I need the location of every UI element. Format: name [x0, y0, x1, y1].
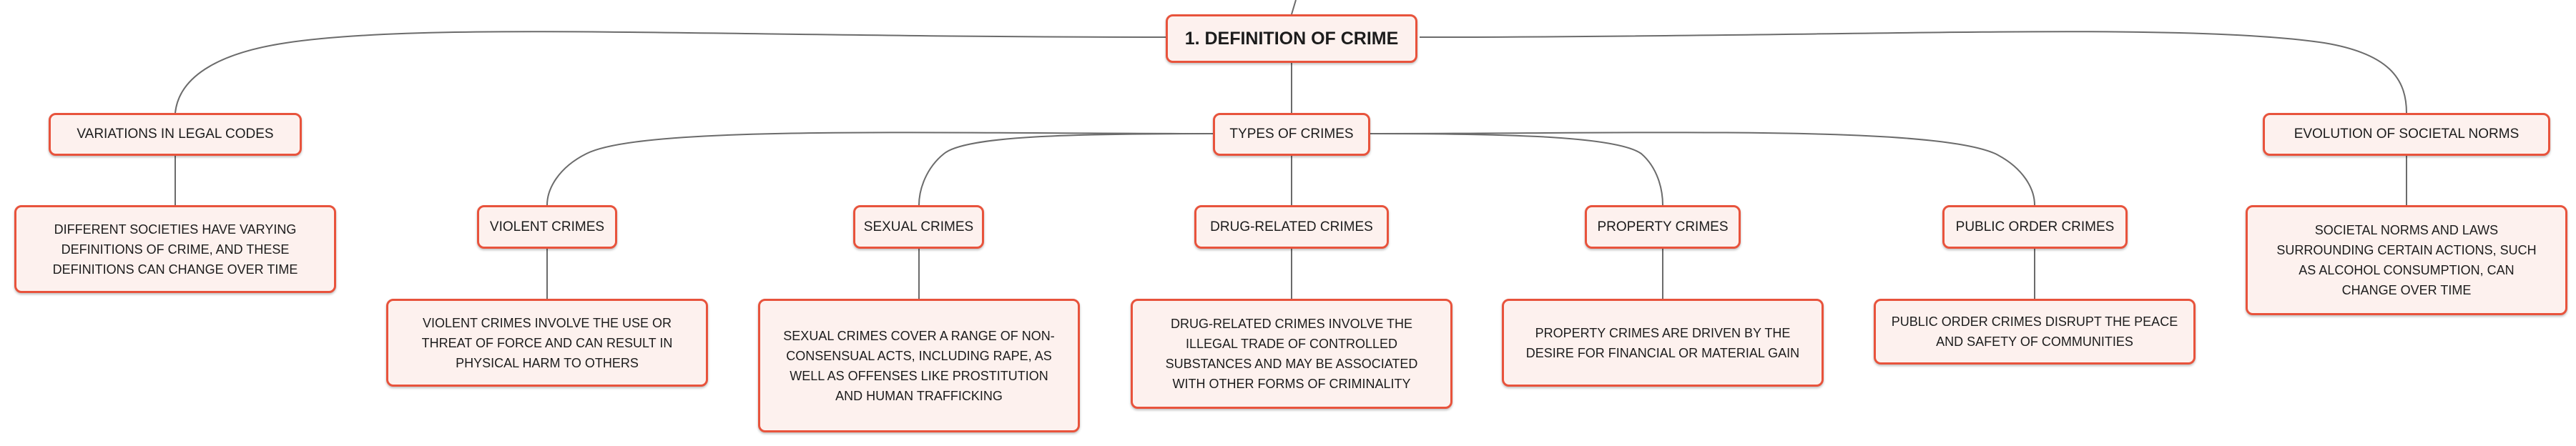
connector-root-incoming — [1291, 0, 1297, 15]
evolution-label: EVOLUTION OF SOCIETAL NORMS — [2294, 127, 2520, 142]
property-crimes-detail-text: PROPERTY CRIMES ARE DRIVEN BY THE DESIRE… — [1525, 325, 1800, 360]
variations-node[interactable]: VARIATIONS IN LEGAL CODES — [49, 113, 302, 156]
variations-detail-text: DIFFERENT SOCIETIES HAVE VARYING DEFINIT… — [52, 222, 298, 277]
root-label: 1. DEFINITION OF CRIME — [1184, 28, 1399, 49]
drug-related-crimes-node[interactable]: DRUG-RELATED CRIMES — [1194, 205, 1389, 249]
drug-related-crimes-detail-text: DRUG-RELATED CRIMES INVOLVE THE ILLEGAL … — [1165, 317, 1418, 391]
connector-root-variations — [174, 31, 1166, 114]
public-order-crimes-node[interactable]: PUBLIC ORDER CRIMES — [1942, 205, 2128, 249]
connector-types-violent — [546, 132, 1214, 206]
types-label: TYPES OF CRIMES — [1229, 127, 1354, 142]
sexual-crimes-detail[interactable]: SEXUAL CRIMES COVER A RANGE OF NON-CONSE… — [758, 299, 1080, 432]
property-crimes-node[interactable]: PROPERTY CRIMES — [1585, 205, 1741, 249]
types-node[interactable]: TYPES OF CRIMES — [1213, 113, 1370, 156]
connector-types-public-order — [1370, 132, 2035, 206]
property-crimes-label: PROPERTY CRIMES — [1597, 219, 1729, 234]
sexual-crimes-node[interactable]: SEXUAL CRIMES — [853, 205, 984, 249]
variations-label: VARIATIONS IN LEGAL CODES — [77, 127, 274, 142]
property-crimes-detail[interactable]: PROPERTY CRIMES ARE DRIVEN BY THE DESIRE… — [1502, 299, 1824, 387]
connector-types-sexual — [918, 133, 1214, 206]
variations-detail[interactable]: DIFFERENT SOCIETIES HAVE VARYING DEFINIT… — [14, 205, 336, 293]
evolution-detail-text: SOCIETAL NORMS AND LAWS SURROUNDING CERT… — [2276, 223, 2537, 297]
connector-root-evolution — [1419, 31, 2407, 114]
sexual-crimes-detail-text: SEXUAL CRIMES COVER A RANGE OF NON-CONSE… — [783, 328, 1055, 403]
evolution-detail[interactable]: SOCIETAL NORMS AND LAWS SURROUNDING CERT… — [2246, 205, 2567, 315]
root-node[interactable]: 1. DEFINITION OF CRIME — [1166, 14, 1417, 63]
public-order-crimes-detail-text: PUBLIC ORDER CRIMES DISRUPT THE PEACE AN… — [1891, 314, 2178, 349]
sexual-crimes-label: SEXUAL CRIMES — [863, 219, 974, 234]
violent-crimes-detail-text: VIOLENT CRIMES INVOLVE THE USE OR THREAT… — [421, 315, 673, 370]
evolution-node[interactable]: EVOLUTION OF SOCIETAL NORMS — [2263, 113, 2550, 156]
public-order-crimes-detail[interactable]: PUBLIC ORDER CRIMES DISRUPT THE PEACE AN… — [1874, 299, 2196, 365]
drug-related-crimes-label: DRUG-RELATED CRIMES — [1210, 219, 1373, 234]
violent-crimes-node[interactable]: VIOLENT CRIMES — [477, 205, 617, 249]
connector-types-property — [1370, 133, 1663, 206]
violent-crimes-label: VIOLENT CRIMES — [489, 219, 605, 234]
public-order-crimes-label: PUBLIC ORDER CRIMES — [1955, 219, 2115, 234]
drug-related-crimes-detail[interactable]: DRUG-RELATED CRIMES INVOLVE THE ILLEGAL … — [1131, 299, 1452, 409]
violent-crimes-detail[interactable]: VIOLENT CRIMES INVOLVE THE USE OR THREAT… — [386, 299, 708, 387]
